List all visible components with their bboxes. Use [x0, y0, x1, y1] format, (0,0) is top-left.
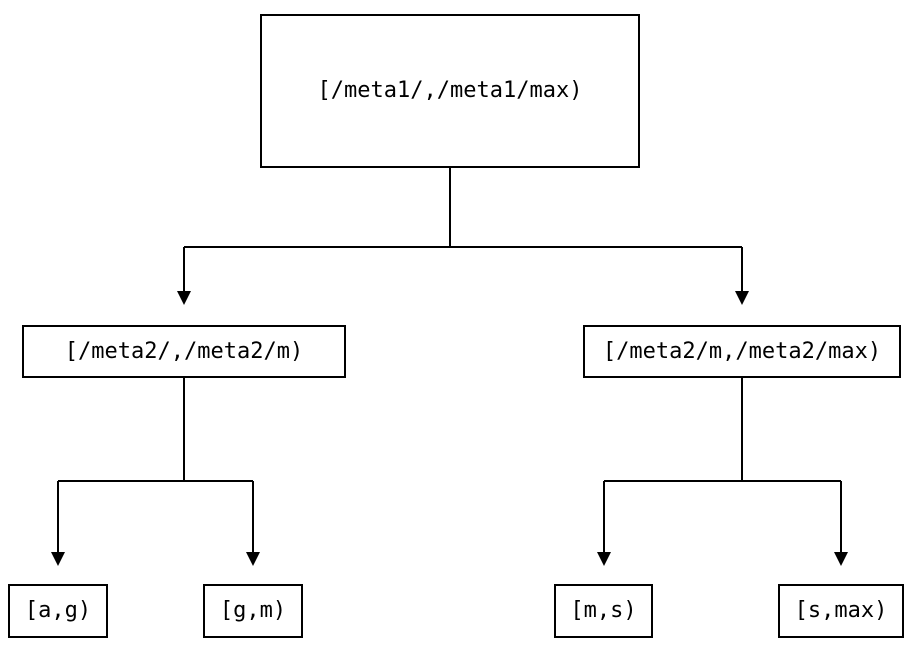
arrow-down-icon [735, 291, 749, 305]
arrow-down-icon [51, 552, 65, 566]
arrow-down-icon [177, 291, 191, 305]
tree-node-leaf-gm: [g,m) [203, 584, 303, 638]
tree-node-meta2-right: [/meta2/m,/meta2/max) [583, 325, 901, 378]
connector-left-to-leaves [57, 378, 254, 552]
tree-node-root: [/meta1/,/meta1/max) [260, 14, 640, 168]
tree-node-meta2-left: [/meta2/,/meta2/m) [22, 325, 346, 378]
tree-node-leaf-ms: [m,s) [554, 584, 653, 638]
tree-node-leaf-smax: [s,max) [778, 584, 904, 638]
arrow-down-icon [597, 552, 611, 566]
tree-node-leaf-ag: [a,g) [8, 584, 108, 638]
arrow-down-icon [246, 552, 260, 566]
connector-right-to-leaves [603, 378, 842, 552]
arrow-down-icon [834, 552, 848, 566]
connector-root-to-children [183, 168, 743, 291]
